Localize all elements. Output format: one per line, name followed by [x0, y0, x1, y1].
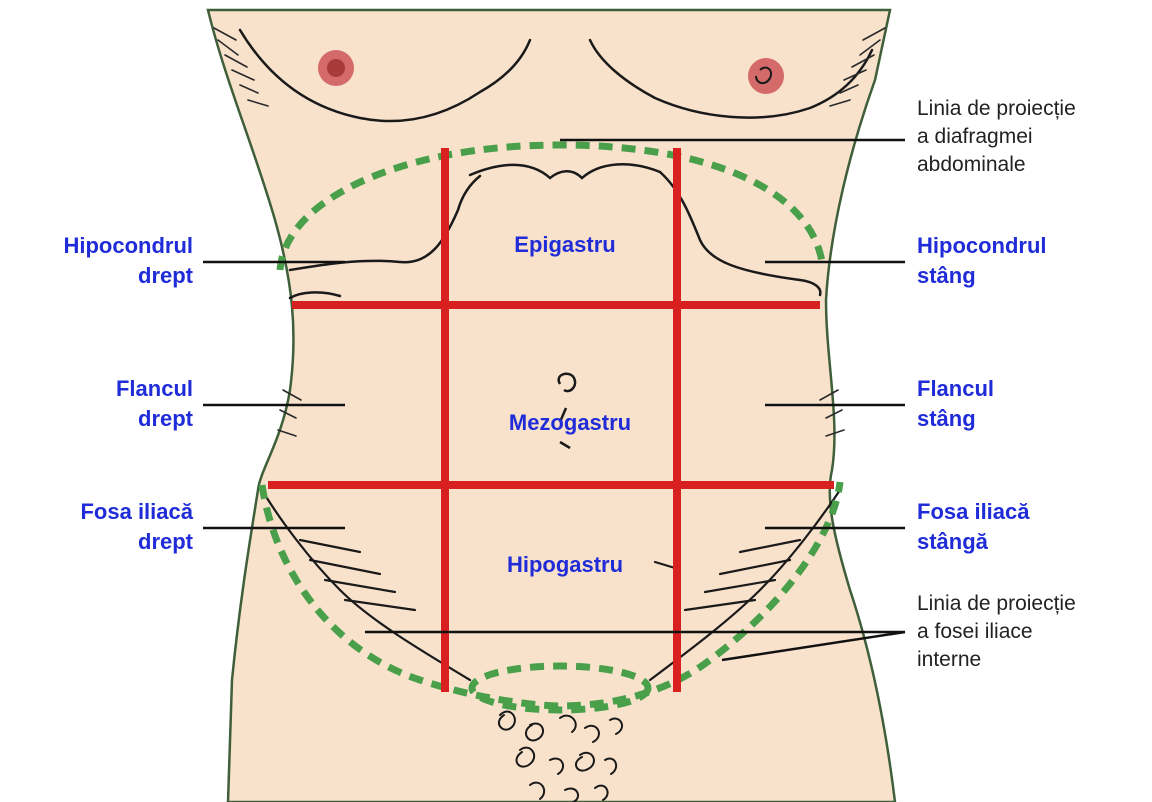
nipple-right: [748, 58, 784, 94]
label-hipocondrul-drept-2: drept: [138, 263, 194, 288]
note-diaphragm-3: abdominale: [917, 153, 1026, 176]
label-flancul-drept-2: drept: [138, 406, 194, 431]
nipple-left: [318, 50, 354, 86]
right-side-labels: Hipocondrul stâng Flancul stâng Fosa ili…: [917, 233, 1047, 554]
label-flancul-drept-1: Flancul: [116, 376, 193, 401]
label-flancul-stang-2: stâng: [917, 406, 976, 431]
note-diaphragm-2: a diafragmei: [917, 125, 1033, 148]
label-flancul-stang-1: Flancul: [917, 376, 994, 401]
note-iliac-1: Linia de proiecție: [917, 592, 1076, 615]
note-iliac-3: interne: [917, 648, 981, 671]
label-fosa-iliaca-drept-2: drept: [138, 529, 194, 554]
label-hipocondrul-stang-1: Hipocondrul: [917, 233, 1047, 258]
region-hypogastric: Hipogastru: [507, 552, 623, 577]
left-side-labels: Hipocondrul drept Flancul drept Fosa ili…: [63, 233, 193, 554]
label-hipocondrul-drept-1: Hipocondrul: [63, 233, 193, 258]
region-umbilical: Mezogastru: [509, 410, 631, 435]
label-fosa-iliaca-stang-1: Fosa iliacă: [917, 499, 1030, 524]
note-iliac-2: a fosei iliace: [917, 620, 1033, 643]
note-diaphragm-1: Linia de proiecție: [917, 97, 1076, 120]
label-fosa-iliaca-stang-2: stângă: [917, 529, 989, 554]
label-fosa-iliaca-drept-1: Fosa iliacă: [80, 499, 193, 524]
label-hipocondrul-stang-2: stâng: [917, 263, 976, 288]
region-epigastric: Epigastru: [514, 232, 615, 257]
